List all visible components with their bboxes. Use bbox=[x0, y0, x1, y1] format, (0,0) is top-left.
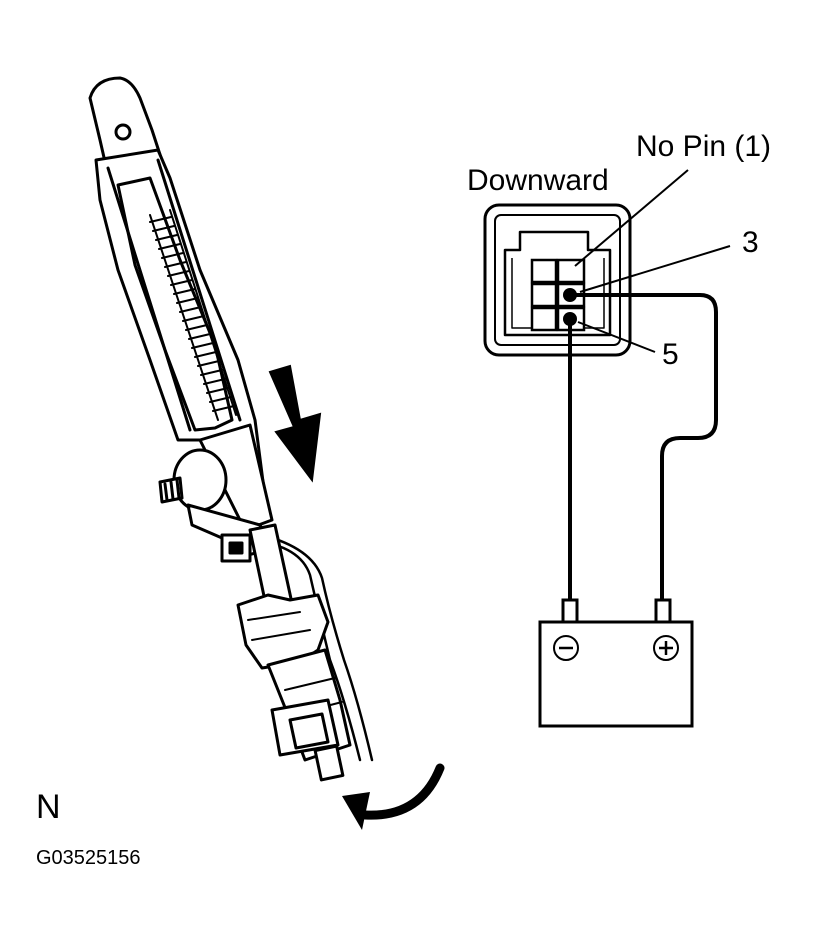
leader-lines bbox=[574, 169, 731, 353]
positive-lead bbox=[568, 293, 718, 602]
drive-nut bbox=[198, 423, 274, 532]
battery-pos-post bbox=[654, 598, 672, 624]
adjuster-assembly bbox=[88, 76, 374, 782]
small-connector bbox=[220, 533, 252, 563]
downward-label: Downward bbox=[467, 164, 609, 197]
down-arrow-icon bbox=[268, 364, 322, 483]
rail-edge-1 bbox=[106, 166, 192, 432]
motor-housing bbox=[172, 448, 228, 512]
battery bbox=[538, 598, 694, 728]
battery-neg-post bbox=[561, 598, 579, 624]
corner-letter: N bbox=[36, 788, 61, 826]
no-pin-label: No Pin (1) bbox=[636, 130, 771, 163]
cavity-1 bbox=[530, 258, 558, 284]
gear-housing bbox=[236, 593, 330, 670]
terminal-grid bbox=[530, 258, 586, 332]
cavity-4 bbox=[530, 306, 558, 332]
negative-terminal-icon bbox=[553, 635, 579, 661]
test-leads bbox=[568, 293, 718, 602]
terminal-5-label: 5 bbox=[662, 338, 679, 371]
cavity-no-pin bbox=[556, 258, 586, 284]
cavity-2 bbox=[530, 282, 558, 308]
screw-shaft bbox=[149, 209, 237, 421]
bracket-hole bbox=[114, 123, 132, 141]
rotation-arrow-icon bbox=[342, 763, 445, 830]
terminal-3-label: 3 bbox=[742, 226, 759, 259]
figure-code: G03525156 bbox=[36, 847, 141, 869]
rail-edge-2 bbox=[156, 158, 242, 422]
positive-terminal-icon bbox=[653, 635, 679, 661]
